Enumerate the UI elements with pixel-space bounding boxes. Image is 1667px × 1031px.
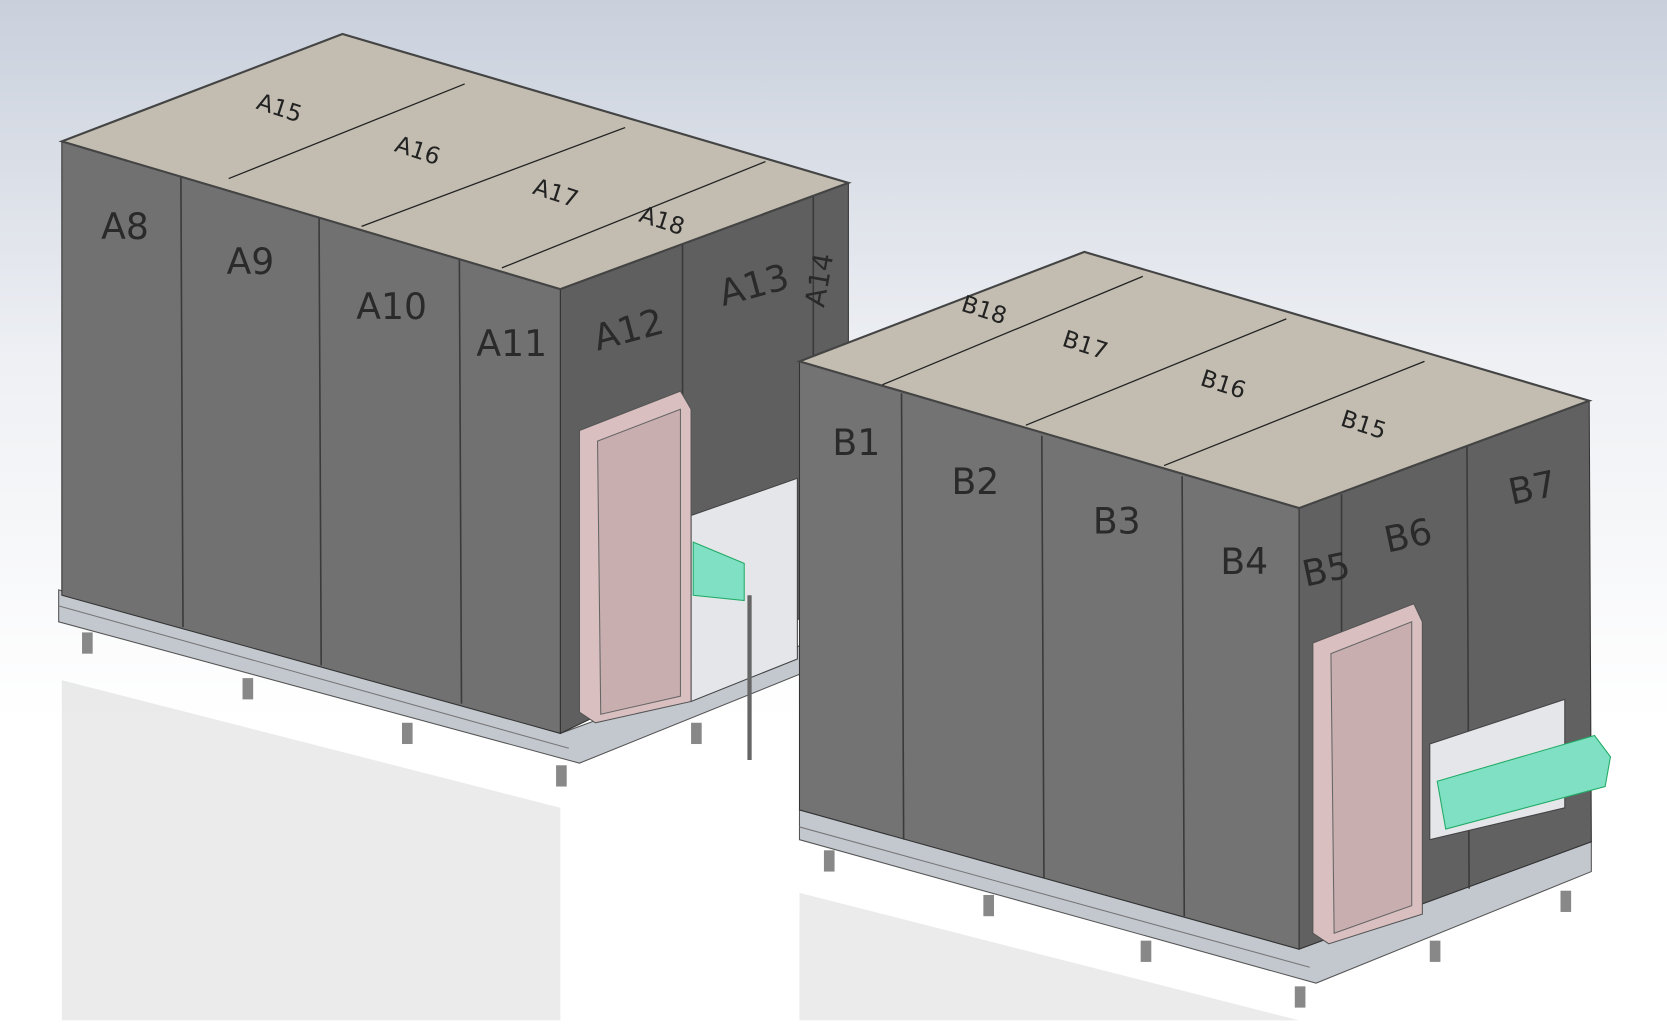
panel-label: B3 xyxy=(1093,500,1141,543)
enclosure-a[interactable]: A8 A9 A10 A11 A12 A13 A14 A15 A16 A17 A1… xyxy=(58,32,852,787)
panel-label: A10 xyxy=(356,285,427,328)
floor-reflection xyxy=(61,680,1300,1021)
roof-a xyxy=(58,32,852,291)
panel-label: A9 xyxy=(227,240,275,283)
enclosure-b[interactable]: B1 B2 B3 B4 B5 B6 B7 B18 B17 B16 B15 xyxy=(796,250,1612,1008)
panel-label: B2 xyxy=(951,460,999,503)
conveyor-a xyxy=(692,541,745,602)
panel-label: B1 xyxy=(832,421,880,464)
leveling-feet-a xyxy=(82,632,702,787)
panel-label: B5 xyxy=(1298,544,1354,596)
conveyor-b[interactable] xyxy=(1436,734,1612,830)
roof-b xyxy=(796,250,1593,510)
leveling-feet-b xyxy=(823,850,1572,1008)
panel-label: B7 xyxy=(1505,462,1561,514)
panel-label: A8 xyxy=(101,205,149,248)
panel-label: A11 xyxy=(476,322,547,365)
panel-label: B4 xyxy=(1220,540,1268,583)
panel-label: B6 xyxy=(1380,510,1436,562)
